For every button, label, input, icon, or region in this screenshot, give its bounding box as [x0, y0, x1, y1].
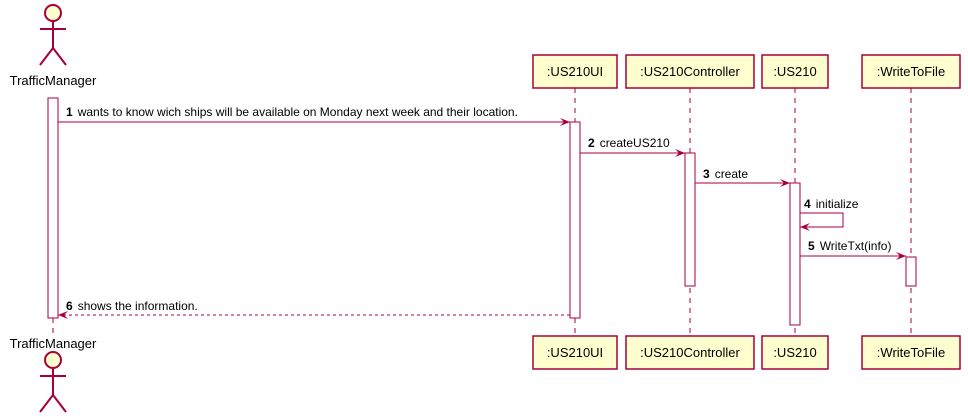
participant-box-ui-top: :US210UI — [532, 54, 618, 89]
activation-bar-us — [789, 182, 801, 326]
participant-label: :US210Controller — [640, 345, 740, 360]
participant-label: :US210 — [773, 345, 816, 360]
participant-box — [532, 335, 618, 370]
participant-label: :WriteToFile — [877, 345, 945, 360]
activation-bar-ctrl — [684, 152, 696, 287]
participant-box-ctrl-bottom: :US210Controller — [625, 335, 755, 370]
actor-head-icon — [44, 4, 62, 22]
message-1: 1 wants to know wich ships will be availa… — [58, 105, 570, 126]
activation-bar-wf — [905, 256, 917, 287]
message-number: 3 — [703, 167, 710, 181]
participant-box — [861, 54, 961, 89]
participant-box — [625, 335, 755, 370]
message-text: 4 initialize — [804, 197, 859, 211]
message-number: 2 — [588, 136, 595, 150]
actor-leg-right — [52, 394, 67, 413]
message-number: 1 — [66, 105, 73, 119]
message-number: 4 — [804, 197, 811, 211]
participant-label: :WriteToFile — [877, 64, 945, 79]
participant-box — [625, 54, 755, 89]
messages: 1 wants to know wich ships will be availa… — [58, 105, 906, 319]
participant-box-wf-top: :WriteToFile — [861, 54, 961, 89]
participant-box-us-bottom: :US210 — [761, 335, 829, 370]
message-arrow — [800, 212, 844, 231]
participant-label: :US210Controller — [640, 64, 740, 79]
actor-head-icon — [44, 351, 62, 369]
participant-label: :US210UI — [547, 64, 603, 79]
message-label: shows the information. — [78, 299, 198, 313]
actor-top: TrafficManager — [10, 4, 97, 88]
message-text: 6 shows the information. — [66, 299, 198, 313]
message-label: initialize — [816, 197, 859, 211]
participant-box-ui-bottom: :US210UI — [532, 335, 618, 370]
message-label: WriteTxt(info) — [820, 239, 892, 253]
actor-leg-right — [52, 47, 67, 66]
message-number: 6 — [66, 299, 73, 313]
message-label: wants to know wich ships will be availab… — [77, 105, 518, 119]
message-text: 2 createUS210 — [588, 136, 670, 150]
participant-box — [532, 54, 618, 89]
activation-bars — [47, 97, 917, 326]
participant-box — [761, 54, 829, 89]
actor-bottom: TrafficManager — [10, 336, 97, 413]
participant-label: :US210 — [773, 64, 816, 79]
message-3: 3 create — [695, 167, 790, 187]
participant-box-us-top: :US210 — [761, 54, 829, 89]
actor-leg-left — [39, 394, 54, 413]
actor-leg-left — [39, 47, 54, 66]
activation-bar-tm — [47, 97, 59, 319]
actor-label: TrafficManager — [10, 336, 97, 351]
participant-box — [861, 335, 961, 370]
message-number: 5 — [808, 239, 815, 253]
message-text: 5 WriteTxt(info) — [808, 239, 891, 253]
message-5: 5 WriteTxt(info) — [800, 239, 906, 260]
actor-label: TrafficManager — [10, 73, 97, 88]
message-2: 2 createUS210 — [580, 136, 685, 157]
participant-heads: TrafficManagerTrafficManager:US210UI:US2… — [10, 4, 961, 413]
message-label: createUS210 — [600, 136, 670, 150]
participant-box-wf-bottom: :WriteToFile — [861, 335, 961, 370]
participant-box — [761, 335, 829, 370]
message-label: create — [715, 167, 749, 181]
message-text: 3 create — [703, 167, 748, 181]
message-6: 6 shows the information. — [58, 299, 570, 319]
activation-bar-ui — [569, 121, 581, 319]
message-4: 4 initialize — [800, 197, 859, 231]
participant-label: :US210UI — [547, 345, 603, 360]
message-text: 1 wants to know wich ships will be availa… — [66, 105, 518, 119]
participant-box-ctrl-top: :US210Controller — [625, 54, 755, 89]
